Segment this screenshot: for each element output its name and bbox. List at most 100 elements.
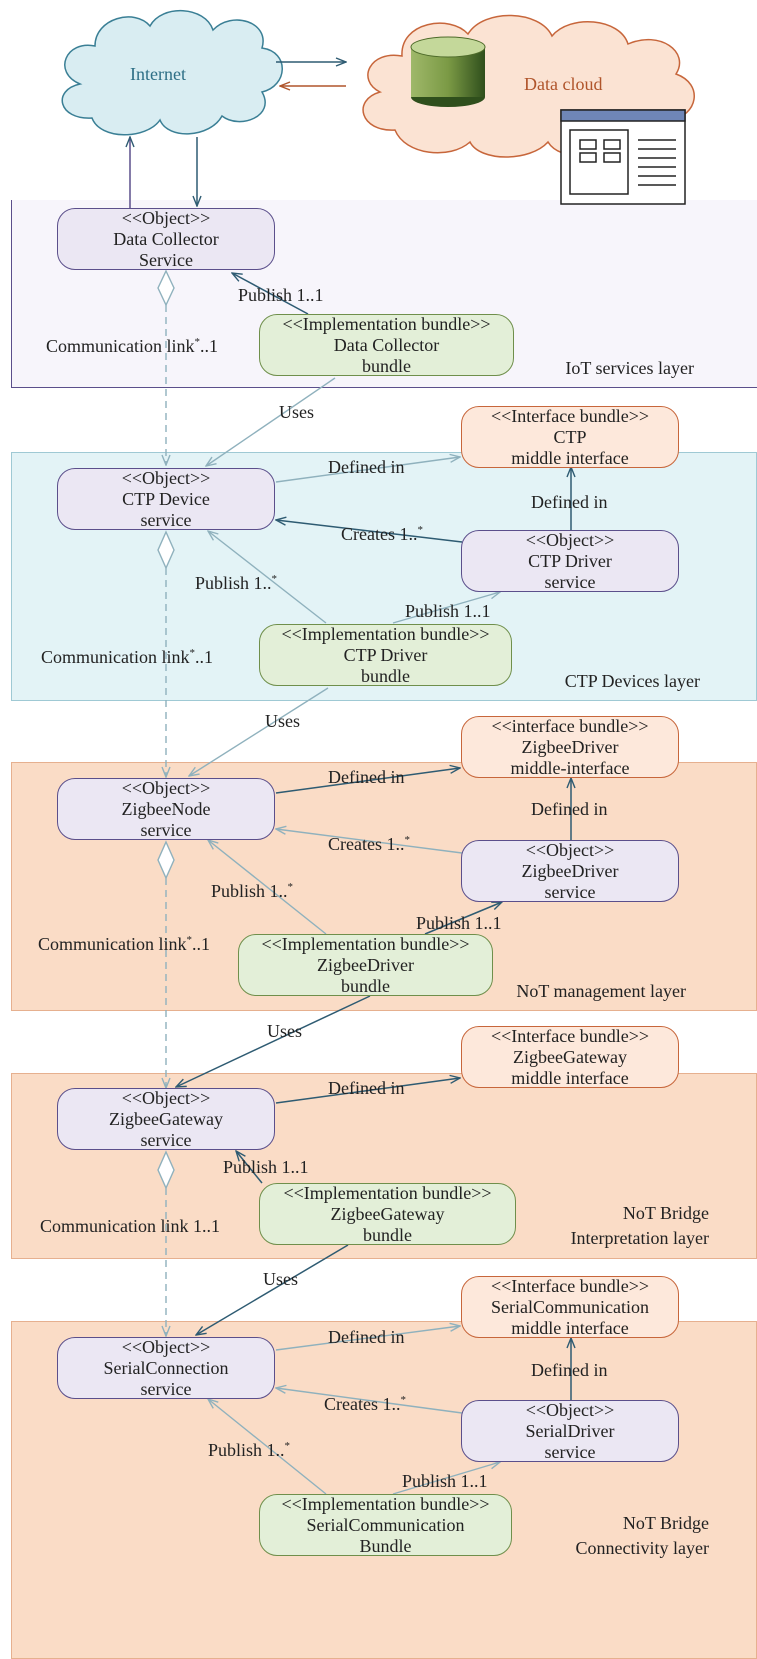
publish-label: Publish 1..1 <box>405 601 491 621</box>
stereotype: <<Implementation bundle>> <box>282 313 491 334</box>
node-type: service <box>544 571 596 592</box>
serialcommunication-middle-interface-node[interactable]: <<Interface bundle>> SerialCommunication… <box>461 1276 679 1338</box>
defined-in-label: Defined in <box>328 457 405 477</box>
defined-in-label: Defined in <box>531 492 608 512</box>
node-type: service <box>140 819 192 840</box>
ctp-device-service-node[interactable]: <<Object>> CTP Device service <box>57 468 275 530</box>
defined-in-label: Defined in <box>328 1078 405 1098</box>
publish-label: Publish 1..* <box>211 881 294 901</box>
communication-link-label: Communication link 1..1 <box>40 1216 220 1236</box>
node-type: middle-interface <box>510 757 630 778</box>
stereotype: <<Object>> <box>121 1087 211 1108</box>
node-type: bundle <box>362 355 411 376</box>
zigbeedriver-bundle-node[interactable]: <<Implementation bundle>> ZigbeeDriver b… <box>238 934 493 996</box>
node-name: SerialCommunication <box>491 1296 649 1317</box>
uses-label: Uses <box>279 402 314 422</box>
stereotype: <<Object>> <box>121 777 211 798</box>
node-type: service <box>140 509 192 530</box>
creates-label: Creates 1..* <box>341 524 423 544</box>
node-name: CTP Driver <box>343 644 428 665</box>
zigbeedriver-middle-interface-node[interactable]: <<interface bundle>> ZigbeeDriver middle… <box>461 716 679 778</box>
node-type: service <box>140 1378 192 1399</box>
zigbeenode-service-node[interactable]: <<Object>> ZigbeeNode service <box>57 778 275 840</box>
node-name: SerialCommunication <box>306 1514 465 1535</box>
publish-label: Publish 1..* <box>208 1440 291 1460</box>
data-collector-service-node[interactable]: <<Object>> Data Collector Service <box>57 208 275 270</box>
defined-in-label: Defined in <box>328 767 405 787</box>
layer-label: NoT Bridge Connectivity layer <box>575 1513 709 1558</box>
node-type: service <box>544 1441 596 1462</box>
database-icon <box>410 36 486 107</box>
node-type: middle interface <box>511 1067 629 1088</box>
node-name: CTP <box>553 426 587 447</box>
stereotype: <<Object>> <box>525 529 615 550</box>
data-collector-bundle-node[interactable]: <<Implementation bundle>> Data Collector… <box>259 314 514 376</box>
node-name: Data Collector <box>333 334 440 355</box>
node-type: middle interface <box>511 1317 629 1338</box>
node-name: ZigbeeDriver <box>521 860 619 881</box>
ctp-middle-interface-node[interactable]: <<Interface bundle>> CTP middle interfac… <box>461 406 679 468</box>
communication-link-label: Communication link*..1 <box>41 647 213 667</box>
web-window-icon <box>560 109 686 205</box>
defined-in-label: Defined in <box>531 1360 608 1380</box>
node-name: ZigbeeNode <box>121 798 211 819</box>
publish-label: Publish 1..* <box>195 573 278 593</box>
communication-link-label: Communication link*..1 <box>38 934 210 954</box>
defined-in-label: Defined in <box>531 799 608 819</box>
stereotype: <<Implementation bundle>> <box>281 1493 490 1514</box>
creates-label: Creates 1..* <box>328 834 410 854</box>
stereotype: <<Object>> <box>121 1336 211 1357</box>
communication-link-label: Communication link*..1 <box>46 336 218 356</box>
node-type: Bundle <box>359 1535 412 1556</box>
stereotype: <<Object>> <box>121 467 211 488</box>
node-type: middle interface <box>511 447 629 468</box>
serialcommunication-bundle-node[interactable]: <<Implementation bundle>> SerialCommunic… <box>259 1494 512 1556</box>
stereotype: <<Interface bundle>> <box>490 405 650 426</box>
publish-label: Publish 1..1 <box>238 285 324 305</box>
node-type: service <box>544 881 596 902</box>
node-name: ZigbeeGateway <box>109 1108 223 1129</box>
node-name: CTP Driver <box>528 550 612 571</box>
internet-cloud <box>61 10 283 136</box>
node-type: service <box>140 1129 192 1150</box>
zigbeegateway-bundle-node[interactable]: <<Implementation bundle>> ZigbeeGateway … <box>259 1183 516 1245</box>
defined-in-label: Defined in <box>328 1327 405 1347</box>
stereotype: <<Implementation bundle>> <box>261 933 470 954</box>
zigbeedriver-service-node[interactable]: <<Object>> ZigbeeDriver service <box>461 840 679 902</box>
stereotype: <<Implementation bundle>> <box>283 1182 492 1203</box>
serialdriver-service-node[interactable]: <<Object>> SerialDriver service <box>461 1400 679 1462</box>
node-type: bundle <box>341 975 390 996</box>
node-name: ZigbeeGateway <box>513 1046 627 1067</box>
publish-label: Publish 1..1 <box>402 1471 488 1491</box>
uses-label: Uses <box>263 1269 298 1289</box>
zigbeegateway-service-node[interactable]: <<Object>> ZigbeeGateway service <box>57 1088 275 1150</box>
node-name: SerialDriver <box>525 1420 615 1441</box>
data-cloud-label: Data cloud <box>524 74 603 94</box>
ctp-driver-bundle-node[interactable]: <<Implementation bundle>> CTP Driver bun… <box>259 624 512 686</box>
stereotype: <<Object>> <box>525 1399 615 1420</box>
uses-label: Uses <box>267 1021 302 1041</box>
node-name: Data Collector <box>113 228 219 249</box>
stereotype: <<interface bundle>> <box>491 715 649 736</box>
node-name: ZigbeeGateway <box>330 1203 445 1224</box>
node-name: SerialConnection <box>103 1357 229 1378</box>
publish-label: Publish 1..1 <box>416 913 502 933</box>
ctp-driver-service-node[interactable]: <<Object>> CTP Driver service <box>461 530 679 592</box>
layer-label: NoT management layer <box>516 981 686 1001</box>
stereotype: <<Interface bundle>> <box>490 1025 650 1046</box>
layer-label: CTP Devices layer <box>564 671 700 691</box>
stereotype: <<Object>> <box>525 839 615 860</box>
stereotype: <<Implementation bundle>> <box>281 623 490 644</box>
layer-label: NoT Bridge Interpretation layer <box>570 1203 709 1248</box>
serialconnection-service-node[interactable]: <<Object>> SerialConnection service <box>57 1337 275 1399</box>
uses-label: Uses <box>265 711 300 731</box>
node-name: ZigbeeDriver <box>521 736 619 757</box>
node-type: bundle <box>361 665 410 686</box>
creates-label: Creates 1..* <box>324 1394 406 1414</box>
publish-label: Publish 1..1 <box>223 1157 309 1177</box>
node-type: bundle <box>363 1224 412 1245</box>
zigbeegateway-middle-interface-node[interactable]: <<Interface bundle>> ZigbeeGateway middl… <box>461 1026 679 1088</box>
node-name: CTP Device <box>122 488 210 509</box>
